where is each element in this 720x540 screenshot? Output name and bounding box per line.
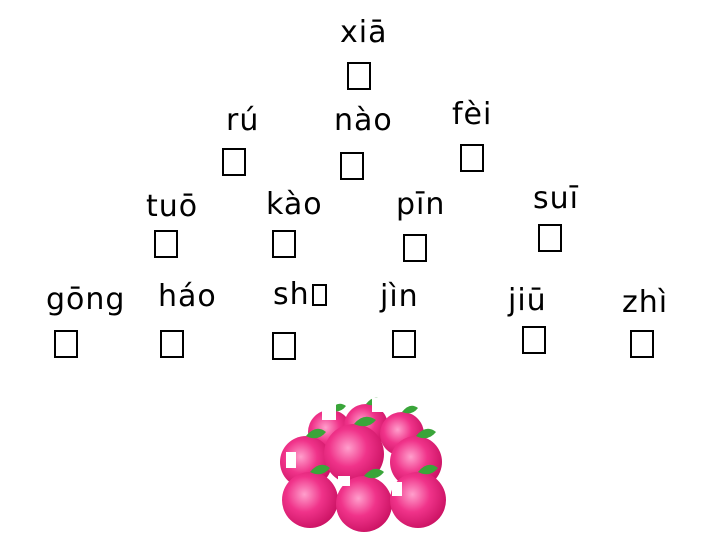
pinyin-pin: pīn: [396, 187, 446, 222]
pinyin-jin: jìn: [380, 279, 419, 314]
pinyin-xia: xiā: [340, 15, 388, 50]
pinyin-shu-partial: sh: [273, 280, 327, 310]
pinyin-hao: háo: [158, 279, 217, 314]
pinyin-tuo: tuō: [146, 189, 199, 224]
pinyin-fei: fèi: [452, 97, 493, 132]
pinyin-kao: kào: [266, 187, 323, 222]
pinyin-sh-text: sh: [273, 277, 310, 312]
answer-box-jiu[interactable]: [522, 326, 546, 354]
answer-box-nao[interactable]: [340, 152, 364, 180]
pinyin-jiu: jiū: [508, 283, 547, 318]
pinyin-gong: gōng: [46, 282, 126, 317]
answer-box-ru[interactable]: [222, 148, 246, 176]
peach-front-right-icon: [390, 464, 446, 528]
peach-front-center-icon: [336, 468, 392, 532]
pinyin-nao: nào: [334, 103, 393, 138]
answer-box-shu[interactable]: [272, 332, 296, 360]
answer-box-xia[interactable]: [347, 62, 371, 90]
answer-box-fei[interactable]: [460, 144, 484, 172]
answer-box-gong[interactable]: [54, 330, 78, 358]
missing-glyph-box: [311, 284, 327, 306]
pinyin-zhi: zhì: [622, 285, 669, 320]
answer-box-zhi[interactable]: [630, 330, 654, 358]
answer-box-pin[interactable]: [403, 234, 427, 262]
peach-pile-graphic: [280, 397, 446, 532]
peach-mid-center-icon: [324, 416, 384, 484]
answer-box-kao[interactable]: [272, 230, 296, 258]
answer-box-sui[interactable]: [538, 224, 562, 252]
peach-pile-icon: [268, 392, 454, 532]
pinyin-ru: rú: [226, 103, 260, 138]
peach-front-left-icon: [282, 464, 338, 528]
answer-box-jin[interactable]: [392, 330, 416, 358]
answer-box-tuo[interactable]: [154, 230, 178, 258]
answer-box-hao[interactable]: [160, 330, 184, 358]
pinyin-sui: suī: [533, 181, 579, 216]
